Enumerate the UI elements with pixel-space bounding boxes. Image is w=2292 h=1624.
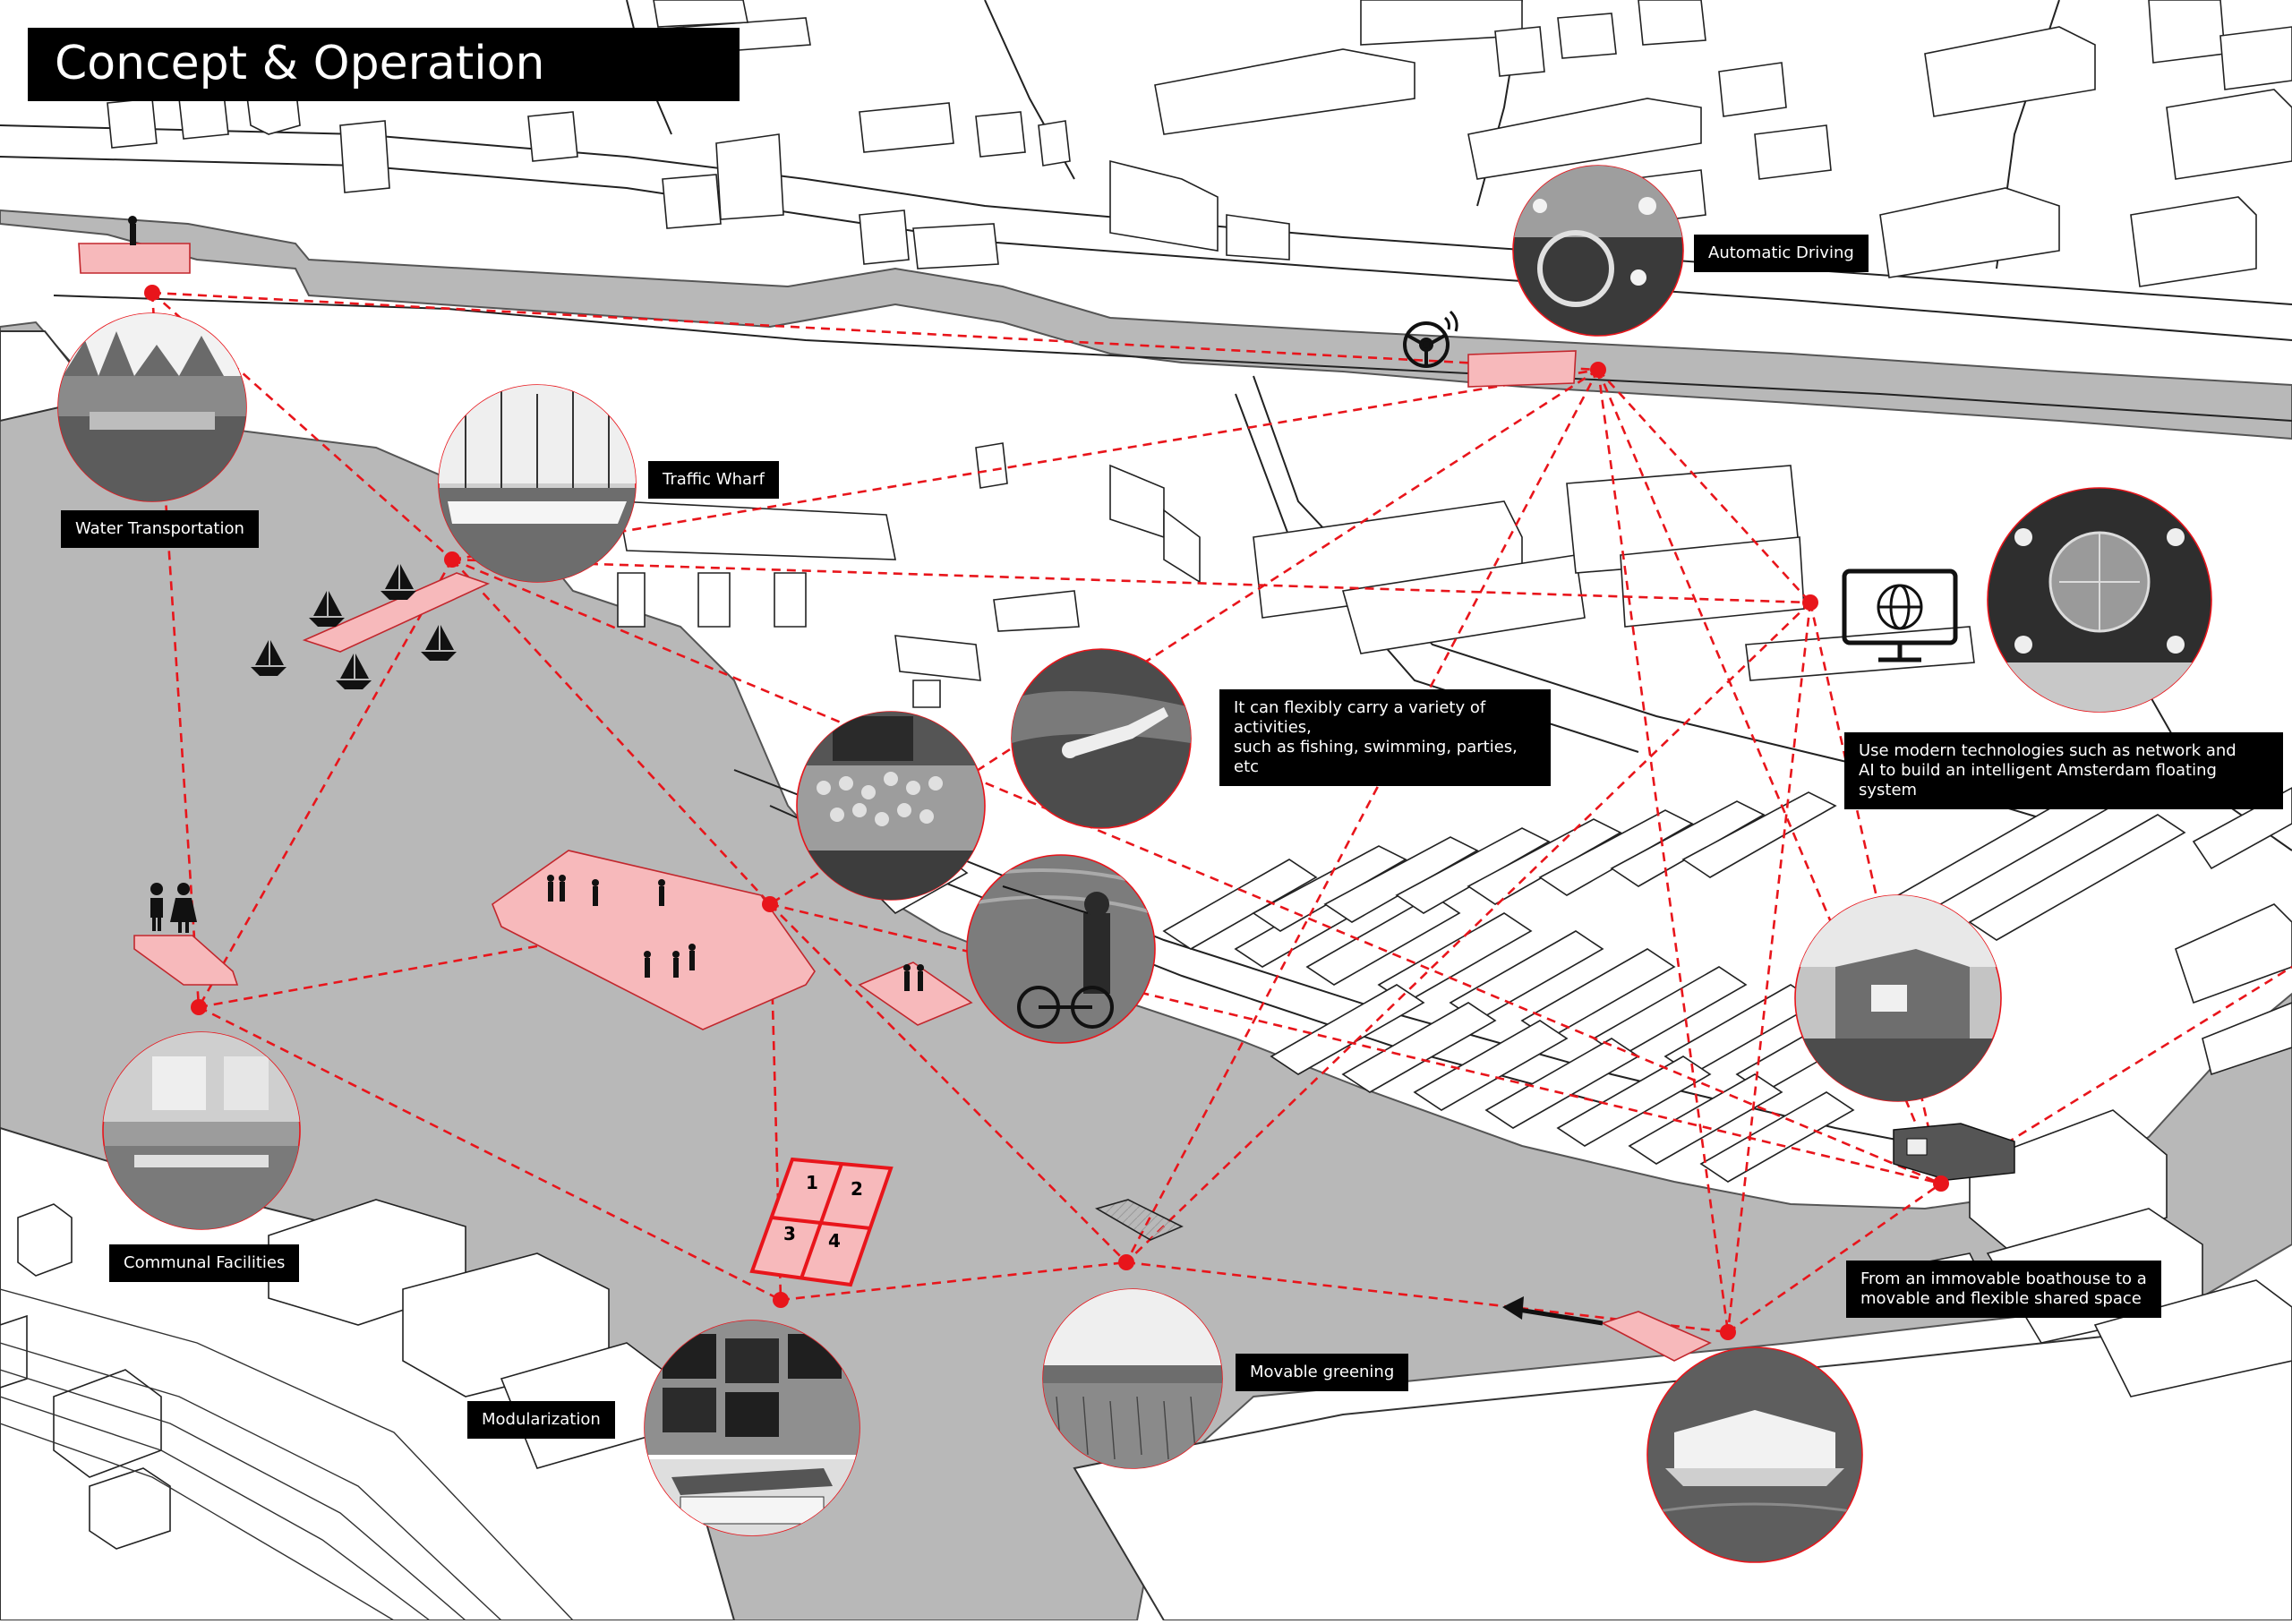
- boat-icon: [251, 564, 457, 689]
- label-automatic-driving: Automatic Driving: [1694, 235, 1869, 272]
- photo-automatic-driving: [1512, 165, 1684, 337]
- label-technology-line1: Use modern technologies such as network …: [1859, 741, 2236, 760]
- title-banner: Concept & Operation: [28, 28, 740, 101]
- people: [128, 216, 924, 991]
- photo-modularization: [644, 1320, 860, 1536]
- module-4-label: 4: [828, 1230, 841, 1252]
- network-nodes: [144, 285, 1949, 1340]
- photo-fishing: [966, 854, 1156, 1044]
- module-1-label: 1: [806, 1172, 818, 1193]
- label-movable-greening: Movable greening: [1236, 1354, 1409, 1391]
- computer-globe-icon: [1842, 568, 1958, 662]
- label-modularization: Modularization: [467, 1401, 615, 1439]
- label-water-transportation: Water Transportation: [61, 510, 259, 548]
- floating-platforms: [78, 243, 1712, 1362]
- page-title: Concept & Operation: [55, 37, 545, 90]
- label-traffic-wharf: Traffic Wharf: [648, 461, 779, 499]
- greening-raft: [1094, 1199, 1184, 1241]
- boathouse: [1893, 1123, 2015, 1181]
- label-activities: It can flexibly carry a variety of activ…: [1219, 689, 1551, 786]
- label-technology: Use modern technologies such as network …: [1844, 732, 2283, 809]
- photo-water-transportation: [57, 312, 247, 502]
- label-communal-facilities: Communal Facilities: [109, 1244, 300, 1282]
- steering-wheel-icon: [1403, 310, 1458, 368]
- photo-traffic-wharf: [438, 384, 637, 583]
- label-boathouse-line1: From an immovable boathouse to a: [1860, 1269, 2147, 1288]
- label-technology-line2: AI to build an intelligent Amsterdam flo…: [1859, 761, 2217, 799]
- photo-floating-house: [1646, 1346, 1863, 1563]
- label-boathouse: From an immovable boathouse to a movable…: [1846, 1261, 2161, 1318]
- label-activities-line2: such as fishing, swimming, parties, etc: [1234, 738, 1518, 776]
- label-activities-line1: It can flexibly carry a variety of activ…: [1234, 698, 1486, 737]
- module-2-label: 2: [851, 1178, 863, 1200]
- rail-tracks: [0, 1288, 574, 1621]
- arrow-left-icon: [1502, 1296, 1604, 1326]
- label-boathouse-line2: movable and flexible shared space: [1860, 1289, 2142, 1308]
- modular-units: 1 2 3 4: [749, 1157, 894, 1287]
- toilet-icon: [150, 883, 197, 933]
- photo-swimming: [1011, 648, 1192, 829]
- module-3-label: 3: [783, 1223, 796, 1244]
- buildings: [0, 0, 2292, 1550]
